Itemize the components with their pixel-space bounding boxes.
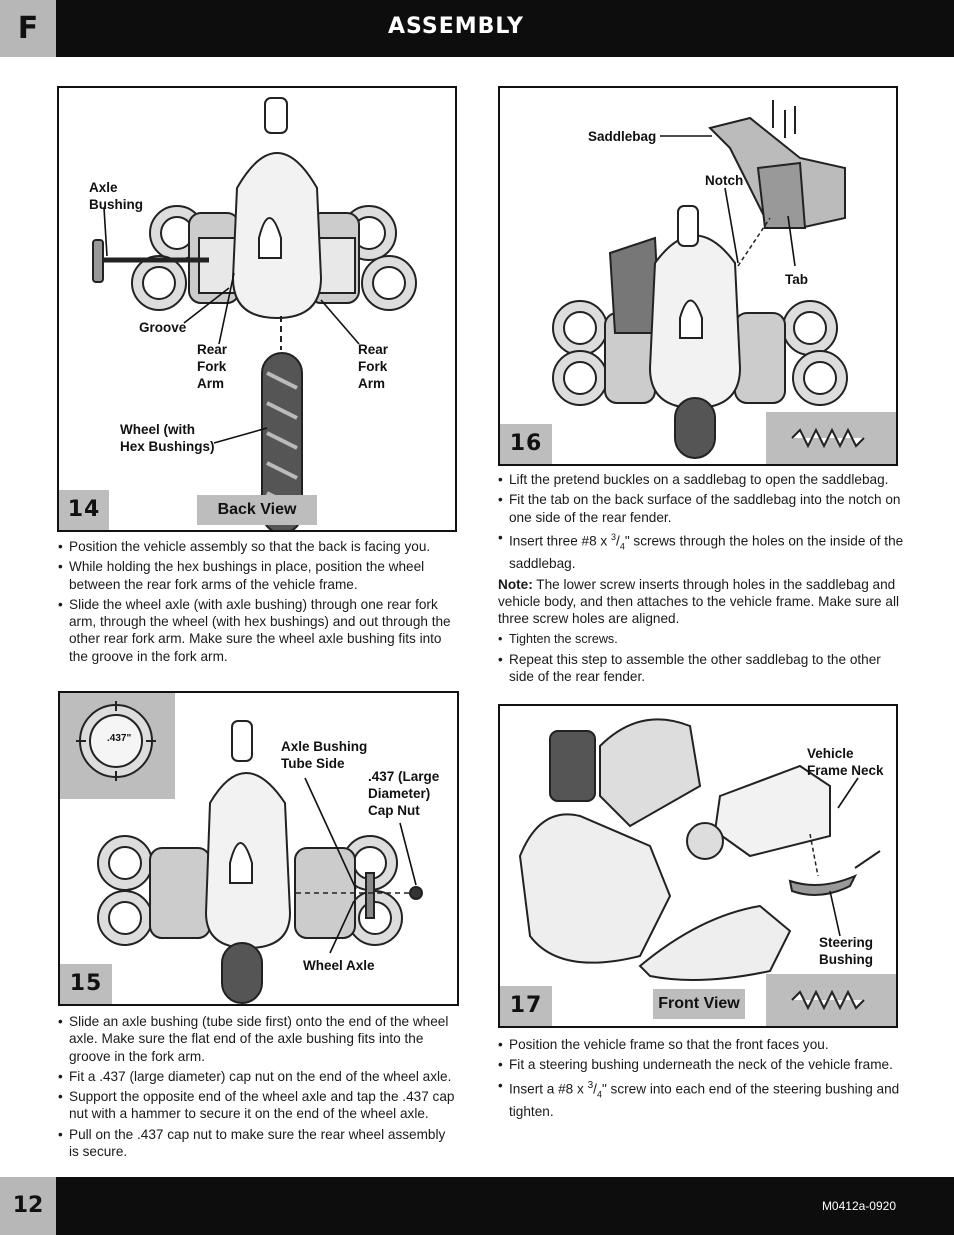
step-number: 15 — [60, 964, 112, 1004]
step-17-instructions: Position the vehicle frame so that the f… — [498, 1036, 918, 1123]
step-number: 17 — [500, 986, 552, 1026]
screw-text: Insert three #8 x — [509, 533, 612, 549]
instruction-item: Repeat this step to assemble the other s… — [498, 651, 908, 686]
tab-label: Tab — [785, 272, 808, 287]
rear-fork-arm-left-label: Rear Fork Arm — [197, 342, 228, 391]
section-letter: F — [0, 0, 56, 57]
groove-label: Groove — [139, 320, 187, 335]
instruction-item: While holding the hex bushings in place,… — [58, 558, 458, 593]
fraction-denominator: 4 — [596, 1088, 602, 1099]
steering-bushing-label: Steering Bushing — [819, 935, 874, 967]
saddlebag-label: Saddlebag — [588, 129, 657, 144]
note-label: Note: — [498, 576, 533, 592]
inset-nut-label: .437" — [107, 733, 132, 744]
wheel-axle-label: Wheel Axle — [303, 958, 375, 973]
note-text: The lower screw inserts through holes in… — [498, 576, 899, 627]
note-paragraph: Note: The lower screw inserts through ho… — [498, 576, 908, 628]
step-number: 16 — [500, 424, 552, 464]
view-label: Front View — [653, 989, 745, 1019]
step-17-figure: Vehicle Frame Neck Steering Bushing 17 F… — [498, 704, 898, 1028]
rear-fork-arm-right-label: Rear Fork Arm — [358, 342, 389, 391]
view-label: Back View — [197, 495, 317, 525]
page-title: ASSEMBLY — [388, 14, 524, 39]
instruction-item: Insert three #8 x 3/4" screws through th… — [498, 529, 908, 573]
instruction-item: Position the vehicle frame so that the f… — [498, 1036, 918, 1054]
step-14-figure: Axle Bushing Groove Rear Fork Arm Rear F… — [57, 86, 457, 532]
vehicle-frame-neck-label: Vehicle Frame Neck — [807, 746, 884, 778]
step-16-instructions: Lift the pretend buckles on a saddlebag … — [498, 471, 908, 689]
instruction-item: Fit a .437 (large diameter) cap nut on t… — [58, 1068, 458, 1086]
step-16-illustration — [552, 100, 896, 464]
instruction-item: Pull on the .437 cap nut to make sure th… — [58, 1126, 458, 1161]
fraction-numerator: 3 — [587, 1079, 594, 1091]
instruction-item: Lift the pretend buckles on a saddlebag … — [498, 471, 908, 489]
instruction-item: Slide an axle bushing (tube side first) … — [58, 1013, 458, 1065]
instruction-item: Tighten the screws. — [498, 631, 908, 649]
step-16-figure: Saddlebag Notch Tab 16 — [498, 86, 898, 466]
cap-nut-label: .437 (Large Diameter) Cap Nut — [368, 769, 440, 818]
page-number: 12 — [0, 1177, 56, 1235]
screw-text: " screw into each end of the steering bu… — [509, 1081, 900, 1120]
step-17-illustration — [518, 718, 896, 1026]
fraction-numerator: 3 — [611, 531, 617, 542]
wheel-label: Wheel (with Hex Bushings) — [120, 422, 215, 454]
instruction-item: Position the vehicle assembly so that th… — [58, 538, 458, 556]
instruction-item: Slide the wheel axle (with axle bushing)… — [58, 596, 458, 665]
step-14-instructions: Position the vehicle assembly so that th… — [58, 538, 458, 668]
axle-bushing-tube-label: Axle Bushing Tube Side — [281, 739, 368, 771]
axle-bushing-label: Axle Bushing — [89, 180, 143, 212]
notch-label: Notch — [705, 173, 744, 188]
step-number: 14 — [59, 490, 109, 530]
step-15-figure: .437" Axle Bushing Tube Side .437 (Large… — [58, 691, 459, 1006]
page-footer: 12 M0412a-0920 — [0, 1177, 954, 1235]
screw-text: Insert a #8 x — [509, 1081, 588, 1097]
step-14-illustration — [92, 97, 417, 530]
instruction-item: Insert a #8 x 3/4" screw into each end o… — [498, 1077, 904, 1121]
screw-text: " screws through the holes on the inside… — [509, 533, 904, 572]
step-15-instructions: Slide an axle bushing (tube side first) … — [58, 1013, 458, 1163]
fraction-denominator: 4 — [619, 541, 625, 552]
page-header: F ASSEMBLY — [0, 0, 954, 57]
instruction-item: Fit the tab on the back surface of the s… — [498, 491, 908, 526]
instruction-item: Support the opposite end of the wheel ax… — [58, 1088, 458, 1123]
step-15-illustration — [60, 693, 423, 1004]
instruction-item: Fit a steering bushing underneath the ne… — [498, 1056, 918, 1074]
document-code: M0412a-0920 — [821, 1199, 896, 1213]
